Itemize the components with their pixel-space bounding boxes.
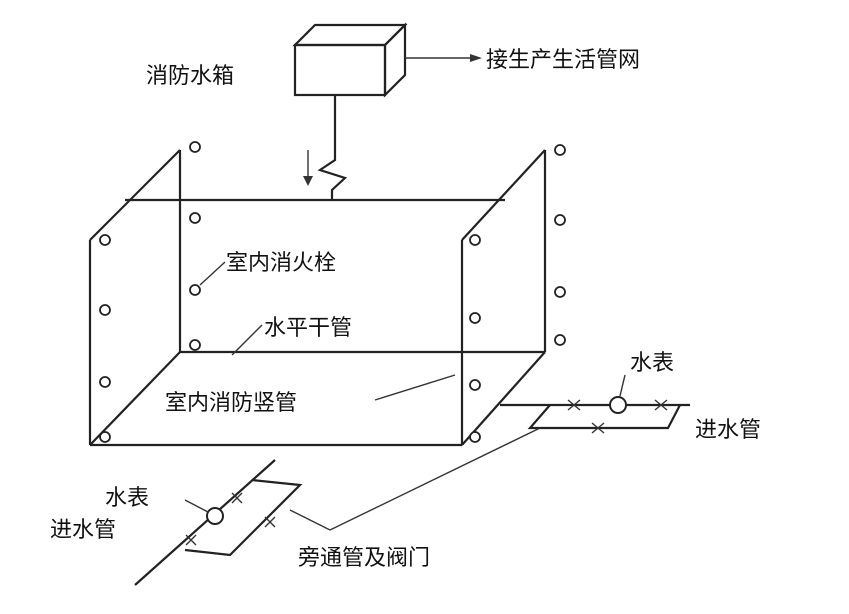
riser-label: 室内消防竖管 [165, 391, 298, 416]
left-inlet-assembly [134, 427, 541, 586]
right-meter-label: 水表 [630, 351, 675, 376]
bypass-label: 旁通管及阀门 [298, 546, 431, 571]
pipe-network-frame [88, 149, 547, 447]
tank-label: 消防水箱 [146, 64, 235, 89]
right-inlet-label: 进水管 [695, 418, 762, 443]
fire-water-tank [292, 22, 408, 98]
tank-riser-check-valve [317, 95, 348, 200]
hydrant-label: 室内消火栓 [226, 251, 337, 276]
horizontal-main-label: 水平干管 [264, 316, 353, 341]
left-inlet-label: 进水管 [50, 518, 117, 543]
hydrants [99, 141, 566, 443]
supply-network-label: 接生产生活管网 [486, 48, 641, 73]
right-inlet-assembly [500, 374, 690, 434]
left-meter-label: 水表 [105, 486, 150, 511]
